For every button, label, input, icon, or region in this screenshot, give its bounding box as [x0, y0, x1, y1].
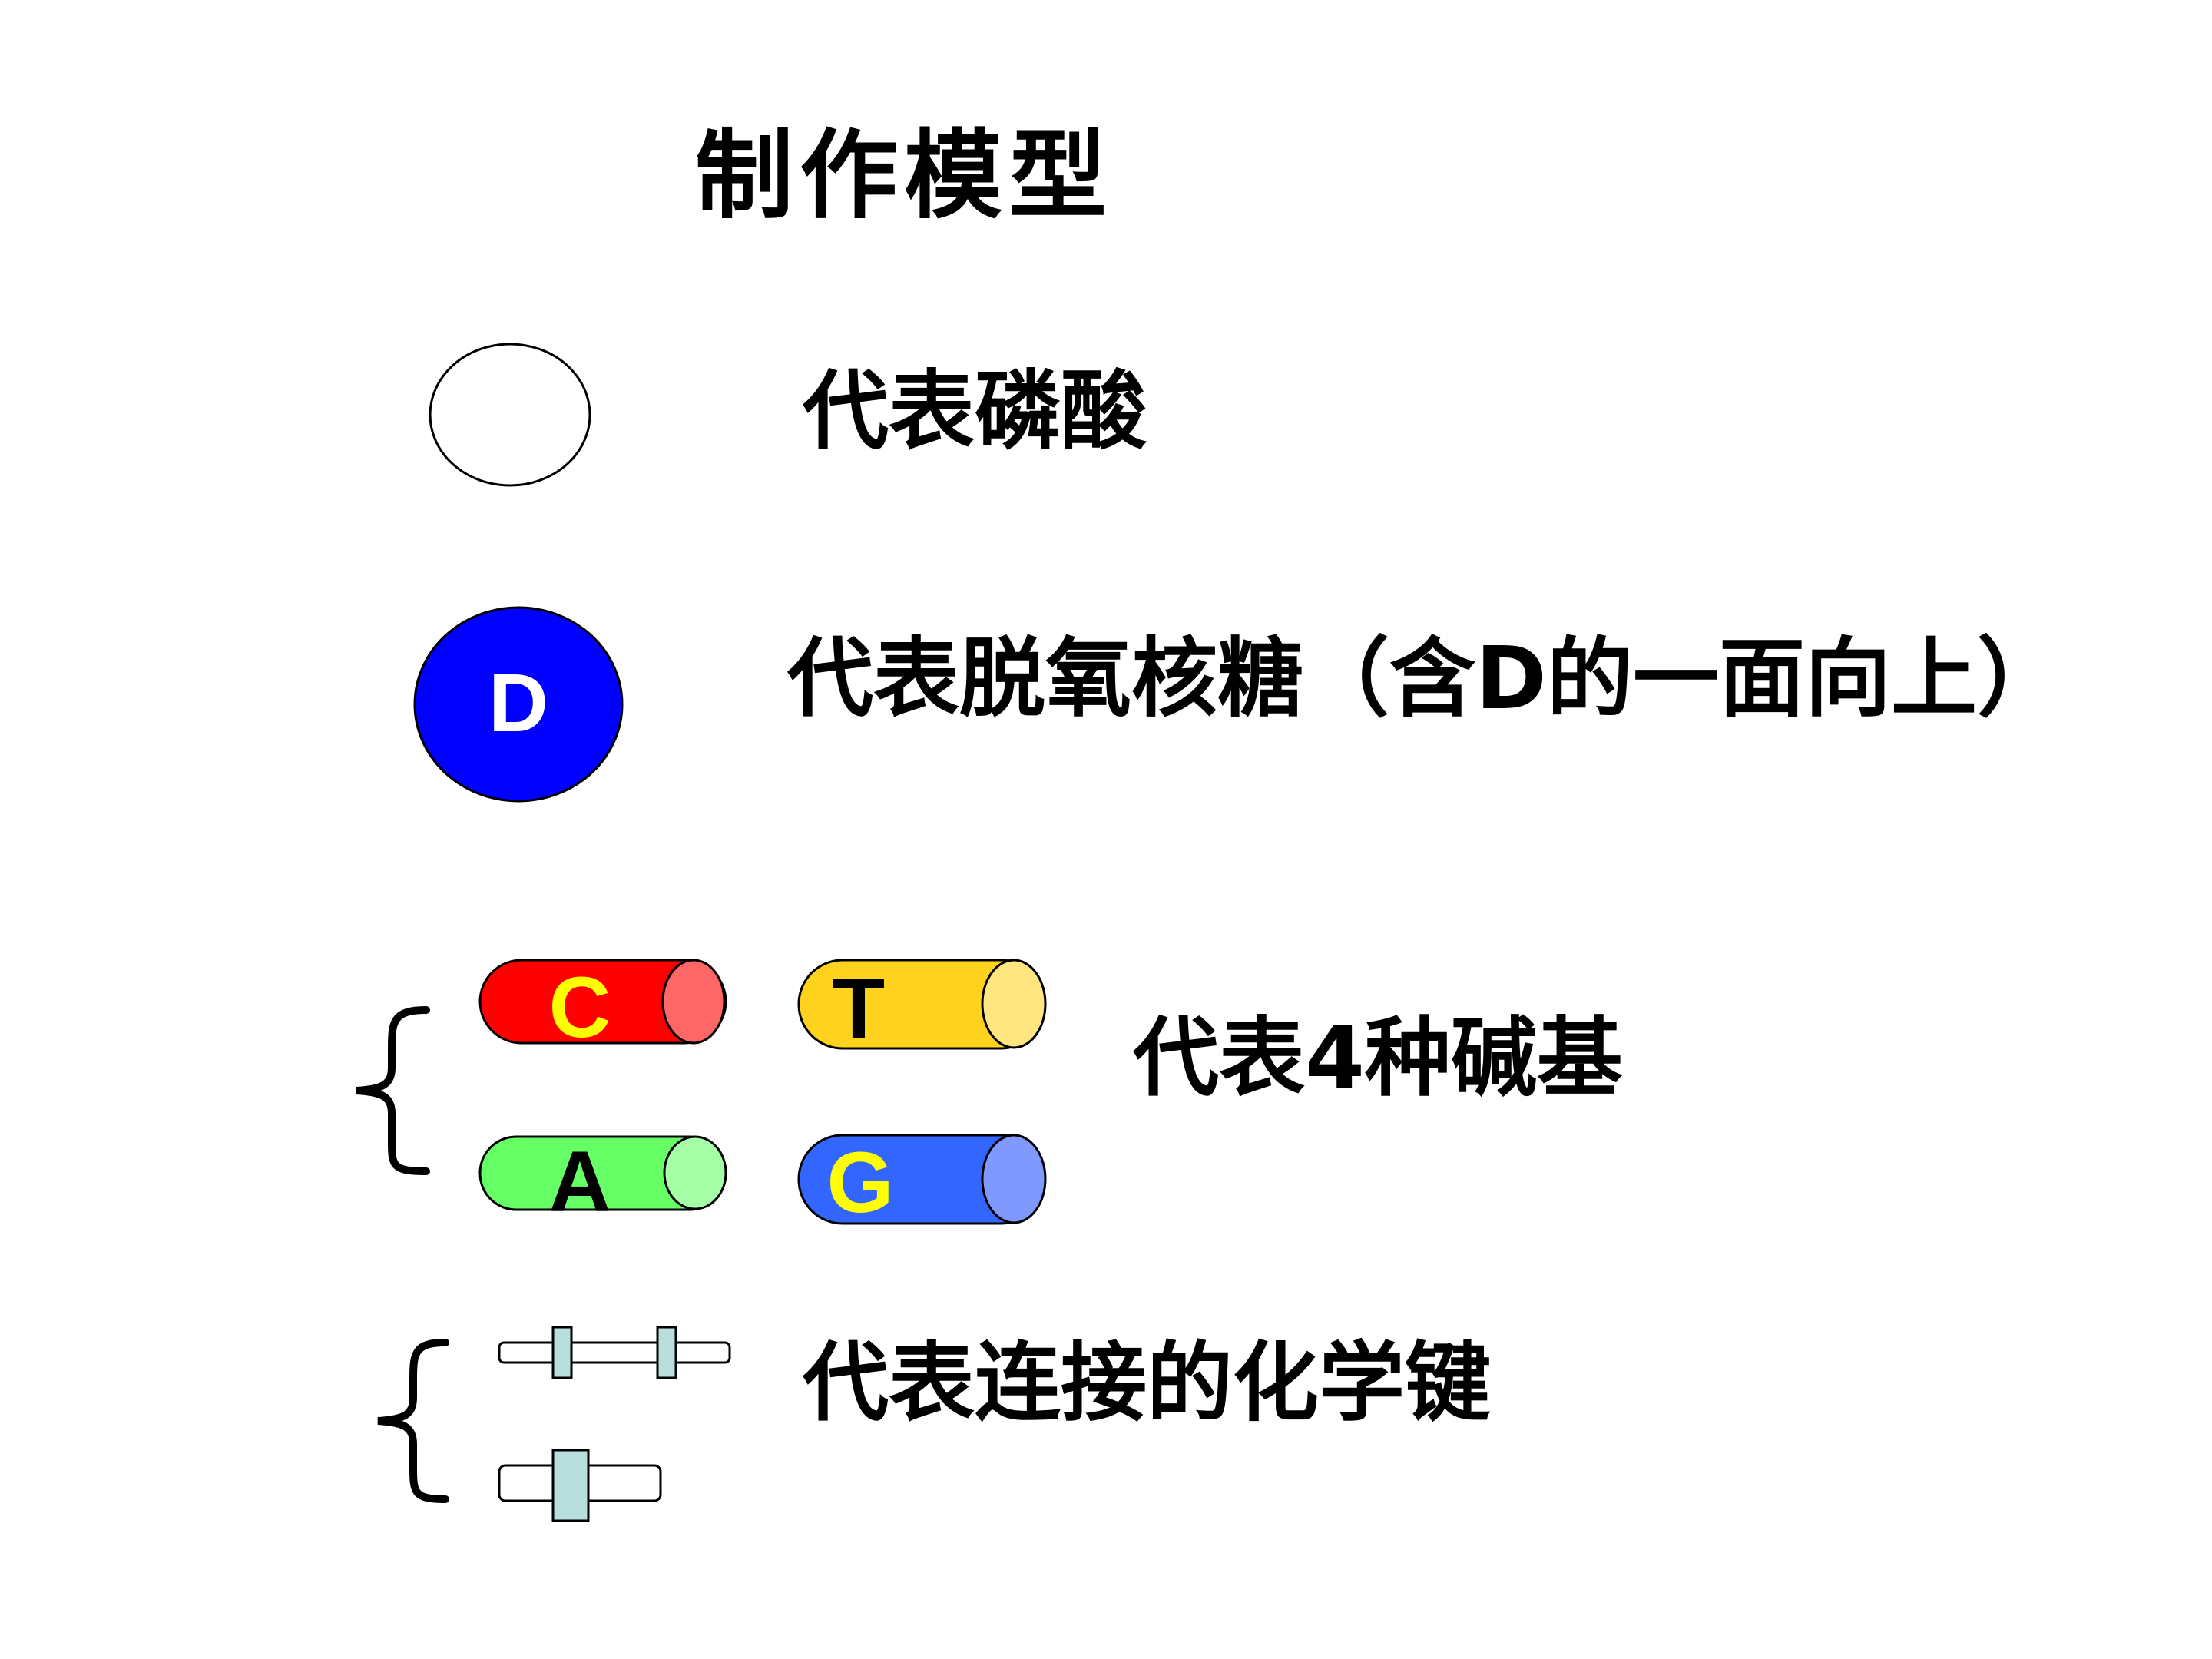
bases-label: 代表4种碱基 [1133, 1008, 1623, 1108]
bond-peg [656, 1326, 677, 1379]
bond-rod [498, 1341, 731, 1364]
base-letter: G [826, 1134, 893, 1230]
base-cylinder-g: G [797, 1134, 1047, 1230]
bond-short [498, 1449, 662, 1522]
cylinder-body [478, 959, 727, 1045]
bonds-brace [377, 1339, 449, 1503]
bases-brace [356, 1006, 430, 1175]
phosphate-label: 代表磷酸 [803, 362, 1147, 462]
phosphate-ellipse [429, 343, 591, 487]
base-cylinder-a: A [478, 1134, 727, 1230]
cylinder-cap [981, 1134, 1047, 1224]
page-title: 制作模型 [695, 119, 1114, 233]
base-letter: C [549, 959, 611, 1055]
sugar-letter: D [488, 656, 548, 749]
cylinder-cap [981, 959, 1047, 1049]
base-cylinder-c: C [478, 959, 727, 1055]
sugar-ellipse [413, 606, 624, 803]
base-cylinder-t: T [797, 959, 1047, 1057]
cylinder-cap [661, 959, 726, 1045]
base-letter: A [549, 1134, 611, 1230]
base-letter: T [833, 961, 885, 1057]
bond-peg [551, 1449, 590, 1522]
bonds-label: 代表连接的化学键 [803, 1333, 1491, 1433]
cylinder-cap [663, 1135, 727, 1210]
bond-peg [551, 1326, 573, 1379]
bond-long [498, 1326, 731, 1379]
sugar-label: 代表脱氧核糖（含D的一面向上） [787, 629, 2063, 729]
